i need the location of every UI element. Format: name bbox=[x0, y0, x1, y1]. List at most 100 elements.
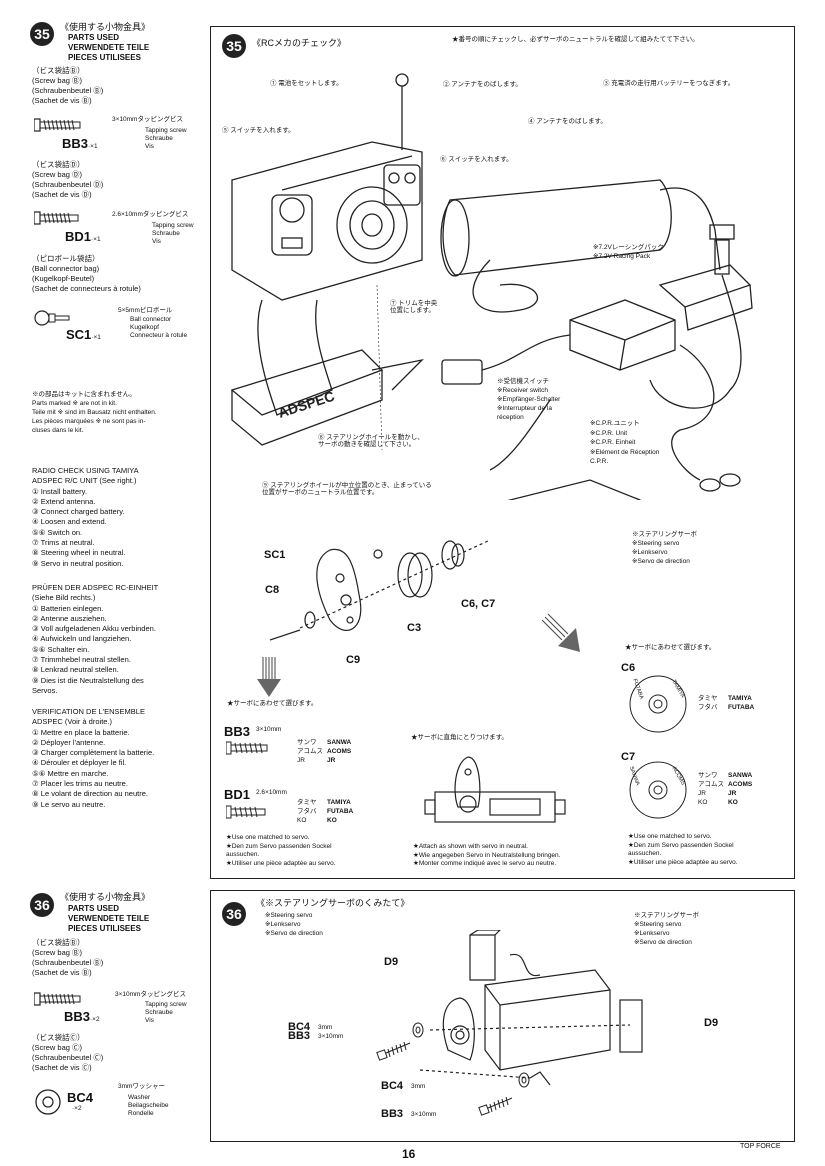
callout-2: ② アンテナをのばします。 bbox=[443, 81, 522, 88]
bc4-qty: ·×2 bbox=[72, 1105, 82, 1112]
label-bb3-bottom-size: 3×10mm bbox=[411, 1111, 437, 1118]
bd1-table-code: BD1 bbox=[224, 787, 251, 802]
bb3-code: BB3·×1 bbox=[62, 136, 98, 151]
bc4-spec: 3mmワッシャー bbox=[118, 1083, 165, 1090]
attach-right-angle-note: ★サーボに直角にとりつけます。 bbox=[411, 734, 508, 741]
label-bc4-bottom-size: 3mm bbox=[411, 1083, 426, 1090]
c7-label: C7 bbox=[621, 751, 636, 763]
bb3-table-code: BB3 bbox=[224, 724, 251, 739]
cpr-unit-label: ※C.P.R.ユニット※C.P.R. Unit ※C.P.R. Einheit※… bbox=[590, 420, 660, 465]
servo-assembly-title: 《※ステアリングサーボのくみたて》 bbox=[256, 898, 410, 908]
label-sc1: SC1 bbox=[264, 549, 286, 561]
select-by-servo-note: ★サーボにあわせて選びます。 bbox=[227, 700, 318, 707]
diagonal-arrow-icon bbox=[541, 613, 580, 652]
label-c9: C9 bbox=[346, 654, 361, 666]
label-bb3-left-size: 3×10mm bbox=[318, 1033, 344, 1040]
down-arrow-icon bbox=[257, 657, 281, 697]
callout-3: ③ 充電済の走行用バッテリーをつなぎます。 bbox=[603, 80, 735, 87]
step-36-panel-badge: 36 bbox=[222, 902, 246, 926]
callout-6: ⑥ スイッチを入れます。 bbox=[440, 156, 513, 163]
use-matched-note-left: ★Use one matched to servo.★Den zum Servo… bbox=[226, 834, 336, 867]
washer-bc4-icon bbox=[35, 1089, 61, 1115]
step-36-badge: 36 bbox=[30, 893, 54, 917]
select-by-servo-note-right: ★サーボにあわせて選びます。 bbox=[625, 644, 716, 651]
label-c3: C3 bbox=[407, 622, 422, 634]
rc-components-drawing bbox=[440, 179, 753, 500]
bd1-table-size: 2.6×10mm bbox=[256, 789, 287, 796]
c6-disc-drawing bbox=[629, 675, 687, 733]
servo-horn-diagram bbox=[424, 756, 566, 823]
callout-9: ⑨ ステアリングホイールが中立位置のとき、止まっている 位置がサーボのニュートラ… bbox=[262, 482, 432, 497]
screw-bd1-icon bbox=[34, 211, 79, 225]
label-bb3-bottom: BB3 bbox=[381, 1108, 404, 1120]
bag-b-block-36: （ビス袋詰Ⓑ） (Screw bag Ⓑ) (Schraubenbeutel Ⓑ… bbox=[32, 938, 104, 977]
screw-bb3-icon bbox=[34, 118, 81, 132]
c6-label: C6 bbox=[621, 662, 636, 674]
callout-8: ⑧ ステアリングホイールを動かし、 サーボの動きを確認して下さい。 bbox=[318, 434, 424, 449]
bb3-table-screw-icon bbox=[226, 741, 268, 755]
bd1-code: BD1·×1 bbox=[65, 229, 101, 244]
screw-bb3-36-icon bbox=[34, 992, 81, 1006]
label-d9-right: D9 bbox=[704, 1017, 719, 1029]
parts-header-jp: 《使用する小物金具》 bbox=[60, 22, 151, 32]
steering-servo-label: ※ステアリングサーボ※Steering servo ※Lenkservo※Ser… bbox=[632, 531, 697, 565]
bd1-spec: 2.6×10mmタッピングビス bbox=[112, 211, 189, 218]
bb3-screw-a-icon bbox=[376, 1041, 411, 1061]
parts-header-jp-36: 《使用する小物金具》 bbox=[60, 892, 151, 902]
parts-header-36: PARTS USED VERWENDETE TEILE PIECES UTILI… bbox=[68, 904, 150, 933]
battery-label: ※7.2Vレーシングパック※7.2V Racing Pack bbox=[593, 244, 664, 260]
bb3-36-code: BB3·×2 bbox=[64, 1009, 100, 1024]
bc4-washer-b-icon bbox=[518, 1072, 530, 1088]
callout-1: ① 電池をセットします。 bbox=[270, 80, 343, 87]
bb3-screw-b-icon bbox=[478, 1096, 513, 1116]
step-35-panel-badge: 35 bbox=[222, 34, 246, 58]
label-bc4-left: BC4 bbox=[288, 1021, 311, 1033]
sc1-spec: 5×5mmピロボール bbox=[118, 307, 173, 314]
bd1-table-screw-icon bbox=[226, 805, 266, 819]
rc-check-title: 《RCメカのチェック》 bbox=[252, 38, 346, 48]
label-bc4-left-size: 3mm bbox=[318, 1024, 333, 1031]
bb3-spec: 3×10mmタッピングビス bbox=[112, 116, 183, 123]
label-bb3-left: BB3 bbox=[288, 1030, 311, 1042]
step-35-panel bbox=[210, 26, 795, 879]
label-bc4-bottom: BC4 bbox=[381, 1080, 404, 1092]
radio-check-de: PRÜFEN DER ADSPEC RC-EINHEIT(Siehe Bild … bbox=[32, 583, 159, 695]
callout-7: ⑦ トリムを中央 位置にします。 bbox=[390, 300, 438, 315]
steering-servo-label-36: ※ステアリングサーボ※Steering servo ※Lenkservo※Ser… bbox=[634, 912, 699, 946]
callout-5: ⑤ スイッチを入れます。 bbox=[222, 127, 295, 134]
adspec-logo: ADSPEC bbox=[276, 388, 336, 421]
bag-d-block: （ビス袋詰Ⓓ） (Screw bag Ⓓ) (Schraubenbeutel Ⓓ… bbox=[32, 160, 104, 199]
attach-neutral-note: ★Attach as shown with servo in neutral.★… bbox=[413, 843, 561, 867]
page-number: 16 bbox=[402, 1147, 416, 1161]
order-check-note: ★番号の順にチェックし、必ずサーボのニュートラルを確認して組みたてて下さい。 bbox=[452, 36, 699, 43]
bc4-washer-a-icon bbox=[412, 1022, 424, 1038]
label-d9-top: D9 bbox=[384, 956, 399, 968]
servo-saver-exploded bbox=[269, 539, 491, 641]
step-36-panel bbox=[210, 890, 795, 1142]
use-matched-note-right: ★Use one matched to servo.★Den zum Servo… bbox=[628, 833, 738, 866]
label-c6-c7: C6, C7 bbox=[461, 598, 496, 610]
servo-mount-drawing bbox=[419, 930, 643, 1086]
servo-assembly-sub: ※Steering servo※Lenkservo※Servo de direc… bbox=[265, 912, 323, 937]
label-c8: C8 bbox=[265, 584, 280, 596]
callout-4: ④ アンテナをのばします。 bbox=[528, 118, 607, 125]
c7-disc-drawing bbox=[629, 761, 687, 819]
step-35-badge: 35 bbox=[30, 22, 54, 46]
receiver-switch-label: ※受信機スイッチ※Receiver switch ※Empfänger-Scha… bbox=[497, 378, 561, 421]
bb3-table-size: 3×10mm bbox=[256, 726, 282, 733]
bb3-36-spec: 3×10mmタッピングビス bbox=[115, 991, 186, 998]
sc1-code: SC1·×1 bbox=[66, 327, 101, 342]
bag-ball-block: （ピロボール袋詰） (Ball connector bag) (Kugelkop… bbox=[32, 254, 141, 293]
bc4-code: BC4 bbox=[67, 1090, 94, 1105]
